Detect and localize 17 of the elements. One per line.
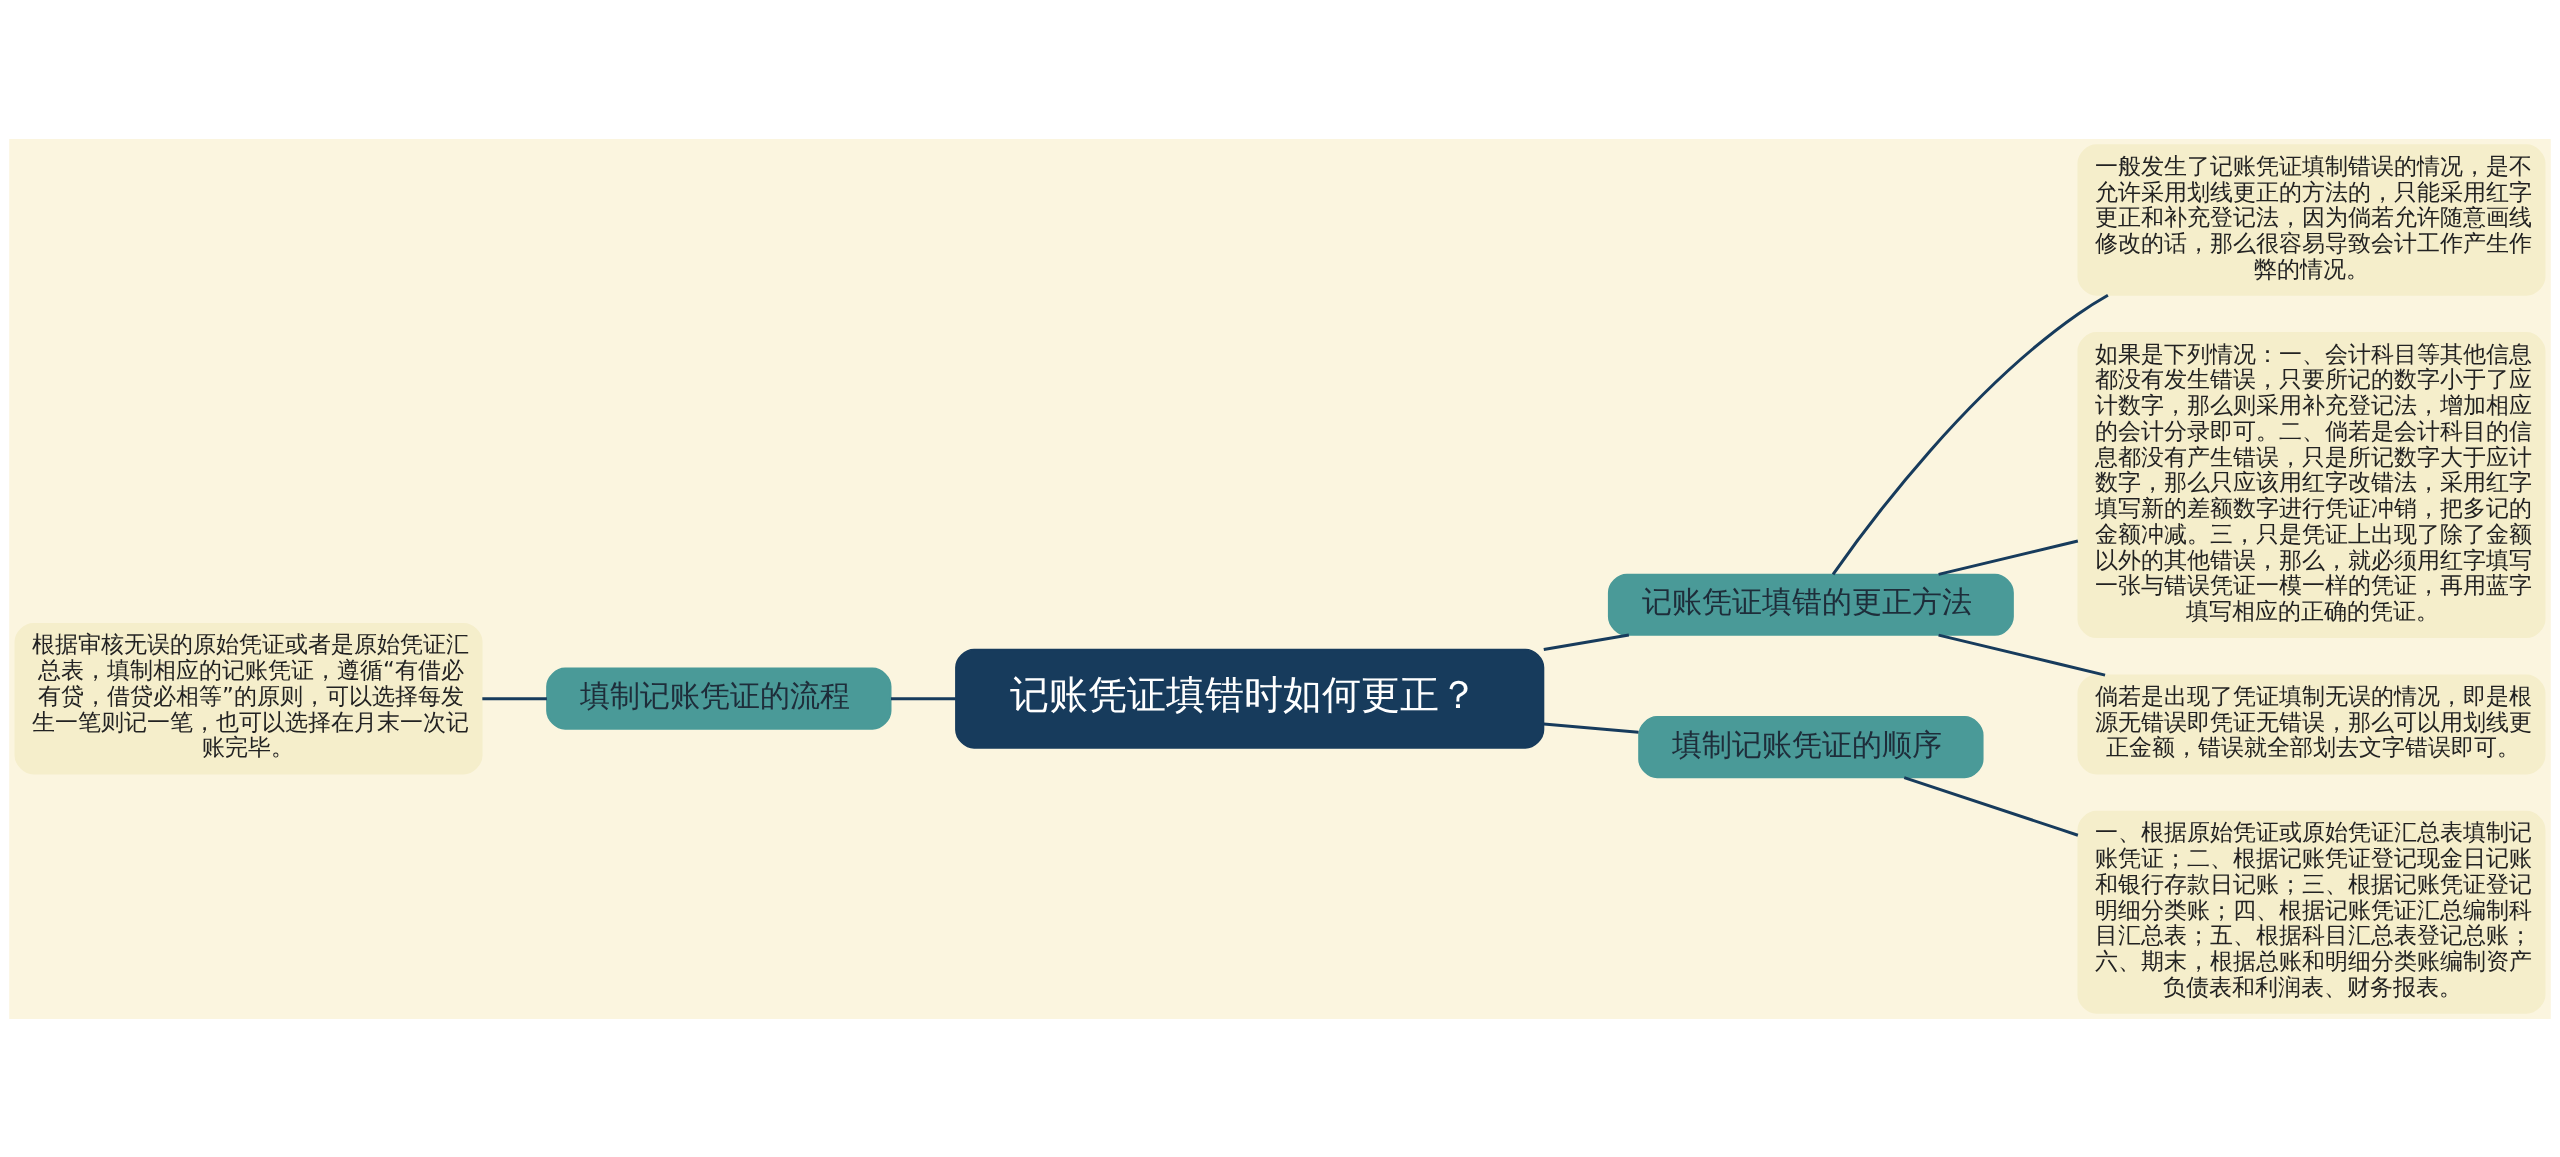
node-box: 根据审核无误的原始凭证或者是原始凭证汇总表，填制相应的记账凭证，遵循“有借必有贷，借贷必相等”的原则，可以选择每发生一笔则记一笔，也可以选择在月末一次记账完毕。	[14, 622, 483, 774]
node-box: 记账凭证填错时如何更正？	[955, 648, 1545, 749]
connector	[1543, 722, 1639, 734]
connector	[891, 696, 956, 700]
connector	[1938, 633, 2106, 677]
node-box: 倘若是出现了凭证填制无误的情况，即是根源无错误即凭证无错误，那么可以用划线更正金额，错误就全部划去文字错误即可。	[2077, 673, 2546, 774]
connector	[1938, 538, 2079, 576]
node-box: 一、根据原始凭证或原始凭证汇总表填制记账凭证；二、根据记账凭证登记现金日记账和银行存款日记账；三、根据记账凭证登记明细分类账；四、根据记账凭证汇总编制科目汇总表；五、根据科目汇总表登记总账；六、期末，根据总账和明细分类账编制资产负债表和利润表、财务报表。	[2077, 810, 2546, 1014]
connector	[1543, 633, 1630, 651]
connector	[1831, 293, 2109, 575]
node-box: 填制记账凭证的顺序	[1638, 715, 1984, 778]
node-box: 填制记账凭证的流程	[546, 667, 892, 730]
node-box: 一般发生了记账凭证填制错误的情况，是不允许采用划线更正的方法的，只能采用红字更正和补充登记法，因为倘若允许随意画线修改的话，那么很容易导致会计工作产生作弊的情况。	[2077, 143, 2546, 296]
connector	[1903, 775, 2079, 837]
connector	[482, 696, 547, 700]
node-box: 记账凭证填错的更正方法	[1607, 573, 2014, 636]
node-box: 如果是下列情况：一、会计科目等其他信息都没有发生错误，只要所记的数字小于了应计数字，那么则采用补充登记法，增加相应的会计分录即可。二、倘若是会计科目的信息都没有产生错误，只是所记数字大于应计数字，那么只应该用红字改错法，采用红字填写新的差额数字进行凭证冲销，把多记的金额冲减。三，只是凭证上出现了除了金额以外的其他错误，那么，就必须用红字填写一张与错误凭证一模一样的凭证，再用蓝字填写相应的正确的凭证。	[2077, 331, 2546, 638]
